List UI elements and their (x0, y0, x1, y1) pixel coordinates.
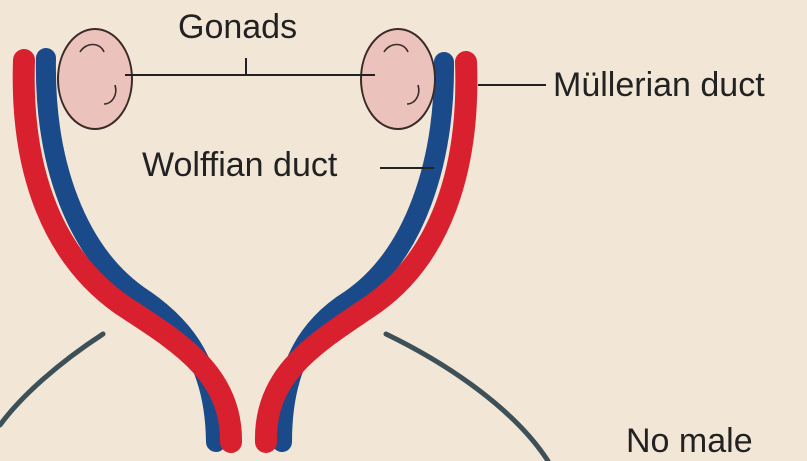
gonad-left (58, 29, 132, 129)
no-male-label: No male (626, 424, 753, 458)
mullerian-duct-label: Müllerian duct (553, 68, 765, 102)
body-outline-right (386, 334, 548, 461)
wolffian-duct-label: Wolffian duct (142, 148, 337, 182)
gonads-label: Gonads (178, 10, 297, 44)
body-outline-left (0, 334, 103, 425)
gonad-right (361, 29, 435, 129)
gonads-leader (125, 58, 375, 75)
